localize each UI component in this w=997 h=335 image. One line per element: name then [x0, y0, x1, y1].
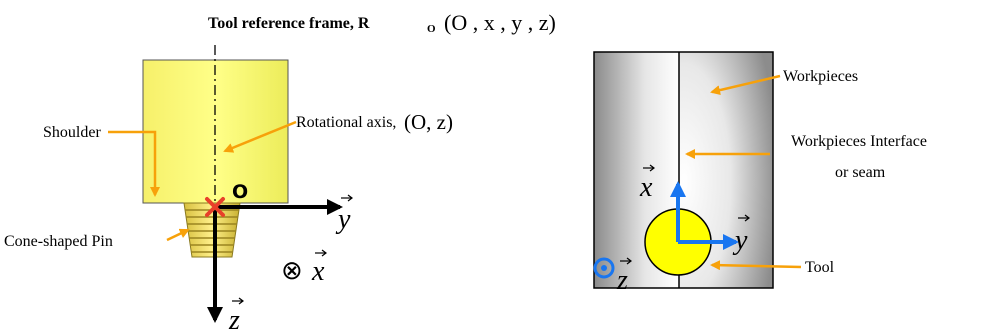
workpieces-label: Workpieces: [783, 68, 858, 85]
origin-label: O: [232, 181, 248, 203]
interface-label-line1: Workpieces Interface: [791, 133, 927, 150]
workpieces-top-view: x y z Workpieces Workpieces Interface or…: [593, 51, 927, 296]
interface-label-line2: or seam: [835, 164, 886, 181]
title-subscript: O: [427, 23, 436, 35]
z-out-of-page-icon: [593, 257, 615, 279]
tool-axis-x-label: x: [639, 172, 653, 203]
shoulder-arrow: [108, 130, 160, 197]
shoulder-label: Shoulder: [43, 124, 101, 141]
rotational-axis-label: Rotational axis,: [296, 114, 396, 131]
x-into-page-symbol: ⊗: [281, 256, 303, 286]
rotational-axis-tuple: (O, z): [404, 110, 453, 134]
tool-arrow: [710, 260, 802, 271]
workpieces-arrow: [710, 74, 781, 96]
pin-arrow: [166, 228, 190, 242]
rotational-axis-arrow: [223, 120, 297, 153]
tool-label: Tool: [805, 259, 835, 276]
tool-axis-y-label: y: [732, 225, 748, 256]
workpieces-outline: [593, 51, 774, 289]
title: Tool reference frame, R O (O , x , y , z…: [208, 10, 556, 35]
title-tuple: (O , x , y , z): [444, 10, 556, 35]
tool-side-view: O y z ⊗ x Shoulder Rotational axis, (O, …: [4, 45, 453, 335]
origin-cross: [205, 197, 225, 217]
pin-threads: [185, 209, 239, 253]
axis-y-label: y: [335, 204, 351, 235]
axis-x-label: x: [311, 256, 325, 287]
axis-z-label: z: [228, 305, 240, 335]
tool-axis-z-label: z: [616, 265, 628, 296]
title-bold: Tool reference frame, R: [208, 15, 370, 32]
pin-label: Cone-shaped Pin: [4, 233, 113, 250]
